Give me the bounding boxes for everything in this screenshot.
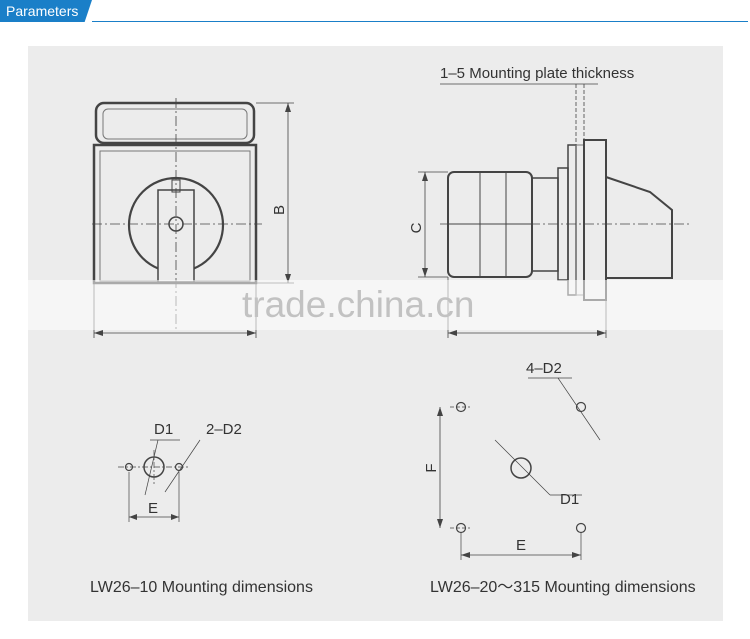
front-bezel-side bbox=[583, 139, 607, 301]
d1-leader bbox=[494, 439, 551, 496]
lw26-10-2d2-label: 2–D2 bbox=[206, 421, 242, 438]
lw26-10-caption: LW26–10 Mounting dimensions bbox=[90, 579, 313, 596]
switch-handle-top bbox=[94, 101, 256, 145]
lw26-20-e-label: E bbox=[516, 537, 526, 554]
dim-c-label: C bbox=[408, 222, 425, 233]
knob-side-profile bbox=[605, 176, 673, 279]
dim-b-label: B bbox=[271, 205, 288, 215]
hole-bottom-right bbox=[575, 522, 587, 534]
front-view bbox=[92, 98, 294, 338]
switch-handle-inner bbox=[102, 108, 248, 140]
lw26-20-4d2-label: 4–D2 bbox=[526, 360, 562, 377]
center-hole-d1-large bbox=[510, 457, 532, 479]
watermark-text: trade.china.cn bbox=[242, 284, 475, 325]
lw26-20-d1-label: D1 bbox=[560, 491, 579, 508]
watermark-band: trade.china.cn bbox=[0, 280, 750, 330]
lw26-20-caption: LW26–20～315 Mounting dimensions bbox=[430, 579, 696, 596]
lw26-20-f-label: F bbox=[423, 463, 440, 472]
lw26-10-d1-label: D1 bbox=[154, 421, 173, 438]
d2-leader bbox=[557, 377, 601, 441]
header-divider bbox=[92, 21, 748, 22]
lw26-20-diagram bbox=[437, 377, 601, 560]
lw26-10-e-label: E bbox=[148, 500, 158, 517]
parameters-tab-label: Parameters bbox=[6, 3, 79, 19]
shaft-housing bbox=[531, 177, 559, 272]
lw26-10-diagram bbox=[118, 439, 201, 522]
parameters-tab[interactable]: Parameters bbox=[0, 0, 92, 22]
mounting-plate bbox=[567, 144, 577, 296]
plate-thickness-label: 1–5 Mounting plate thickness bbox=[440, 65, 634, 82]
